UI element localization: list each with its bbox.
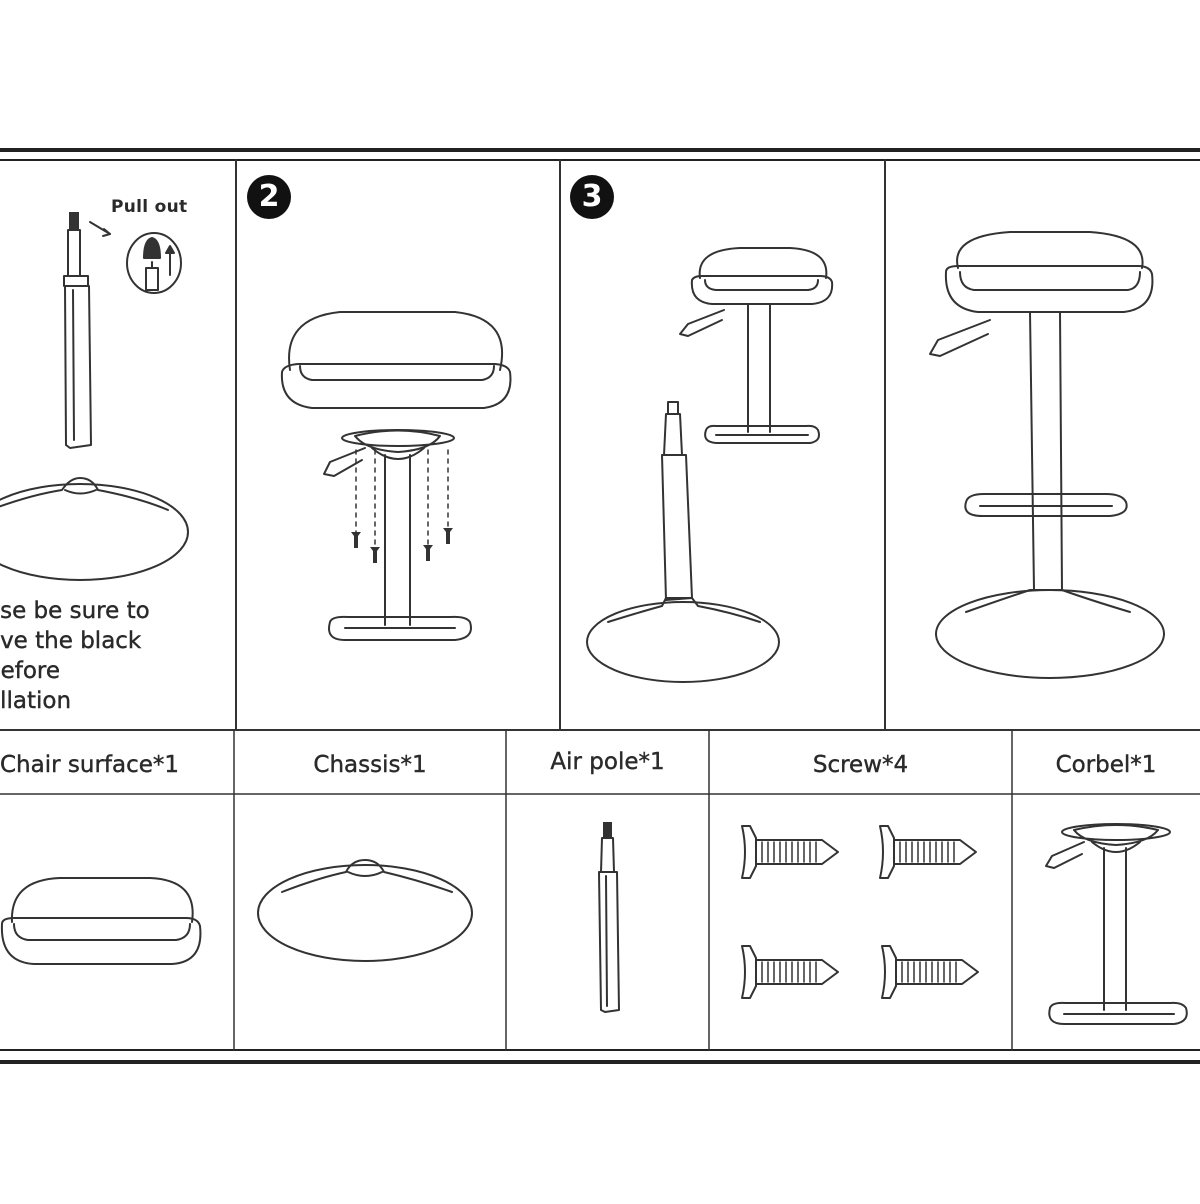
step3-upper-assembly: [679, 247, 834, 444]
part-icon-screws: [741, 825, 979, 999]
step1-note-line: before: [0, 658, 61, 684]
step-3-badge: 3: [570, 175, 614, 219]
part-label-chair-surface: Chair surface*1: [0, 752, 180, 778]
step1-note: ase be sure to ove the black before alla…: [0, 596, 150, 716]
part-label-chassis: Chassis*1: [313, 752, 427, 778]
part-label-corbel: Corbel*1: [1055, 752, 1157, 778]
part-icon-air-pole: [598, 822, 620, 1013]
step1-note-line: allation: [0, 688, 72, 714]
part-icon-chair-surface: [0, 877, 202, 965]
step2-corbel-illustration: [323, 429, 472, 641]
step2-screws-illustration: [355, 449, 449, 546]
step1-base-illustration: [0, 477, 189, 581]
step1-note-line: ase be sure to: [0, 598, 150, 624]
step3-lower-assembly: [586, 401, 780, 683]
part-icon-chassis: [257, 859, 473, 962]
step1-note-line: ove the black: [0, 628, 142, 654]
step2-seat-illustration: [280, 311, 512, 409]
step2-screw-heads: [351, 528, 453, 563]
step4-completed-stool: [929, 231, 1165, 679]
pull-out-callout: Pull out: [111, 197, 188, 217]
step-2-badge: 2: [247, 175, 291, 219]
part-label-screw: Screw*4: [812, 752, 909, 778]
part-label-air-pole: Air pole*1: [550, 749, 665, 775]
diagram-frame: [0, 148, 1200, 1064]
step1-air-pole-illustration: [63, 212, 182, 449]
part-icon-corbel: [1045, 823, 1188, 1025]
